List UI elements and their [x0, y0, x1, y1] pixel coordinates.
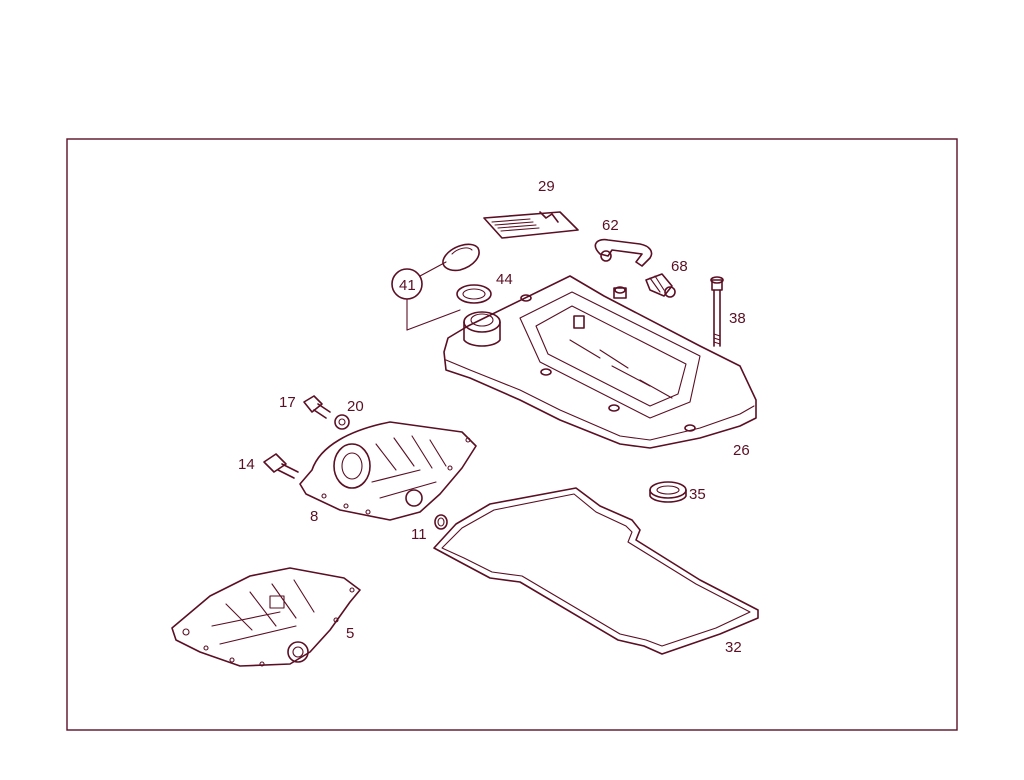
label-35: 35 [689, 486, 706, 503]
part-32-gasket[interactable] [433, 487, 759, 655]
part-68-valve[interactable] [645, 273, 676, 298]
part-11-o-ring[interactable] [434, 514, 448, 530]
part-41-oil-filler-cap[interactable] [391, 243, 480, 331]
label-11: 11 [411, 526, 427, 543]
label-44: 44 [496, 271, 513, 288]
label-38: 38 [729, 310, 746, 327]
part-14-bolt[interactable] [263, 453, 299, 479]
part-5-housing[interactable] [171, 567, 361, 667]
label-29: 29 [538, 178, 555, 195]
label-14: 14 [238, 456, 255, 473]
part-20-washer[interactable] [334, 414, 350, 430]
part-44-seal-ring[interactable] [456, 284, 492, 304]
label-5: 5 [346, 625, 354, 642]
label-62: 62 [602, 217, 619, 234]
label-20: 20 [347, 398, 364, 415]
part-8-cover-plate[interactable] [299, 421, 477, 521]
part-35-seal[interactable] [649, 481, 687, 503]
diagram-frame [66, 138, 958, 731]
label-8: 8 [310, 508, 318, 525]
label-26: 26 [733, 442, 750, 459]
part-62-breather-hose[interactable] [594, 238, 653, 267]
label-32: 32 [725, 639, 742, 656]
part-17-bolt[interactable] [303, 395, 331, 419]
part-38-bolt[interactable] [710, 276, 724, 347]
part-26-valve-cover[interactable] [443, 275, 757, 449]
label-41: 41 [399, 277, 416, 294]
part-29-label-sticker[interactable] [483, 211, 579, 239]
label-17: 17 [279, 394, 296, 411]
label-68: 68 [671, 258, 688, 275]
